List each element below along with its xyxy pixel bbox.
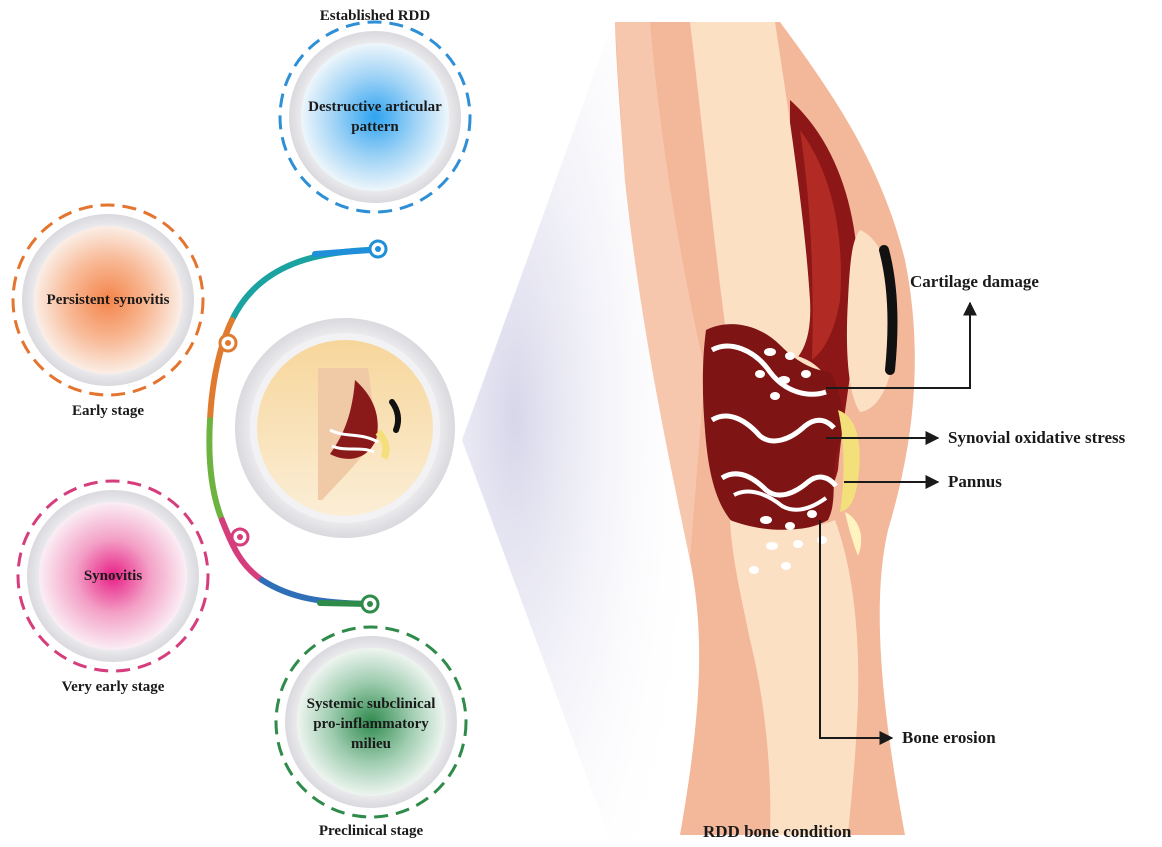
established-rdd-inner-label: Destructive articular pattern <box>295 90 455 144</box>
synovitis-label: Synovitis <box>43 564 183 588</box>
synovial-oxidative-stress-label: Synovial oxidative stress <box>948 428 1125 448</box>
pannus-label: Pannus <box>948 472 1002 492</box>
early-stage-caption: Early stage <box>30 403 186 420</box>
established-rdd-caption: Established RDD <box>300 8 450 25</box>
preclinical-inner-label: Systemic subclinical pro-inflammatory mi… <box>296 693 446 755</box>
joint-thumbnail <box>235 318 455 538</box>
figure-caption: RDD bone condition <box>703 822 851 842</box>
bone-erosion-label: Bone erosion <box>902 728 996 748</box>
preclinical-stage-caption: Preclinical stage <box>293 823 449 840</box>
very-early-stage-caption: Very early stage <box>35 679 191 696</box>
persistent-synovitis-label: Persistent synovitis <box>38 278 178 322</box>
cartilage-damage-label: Cartilage damage <box>910 272 1039 292</box>
